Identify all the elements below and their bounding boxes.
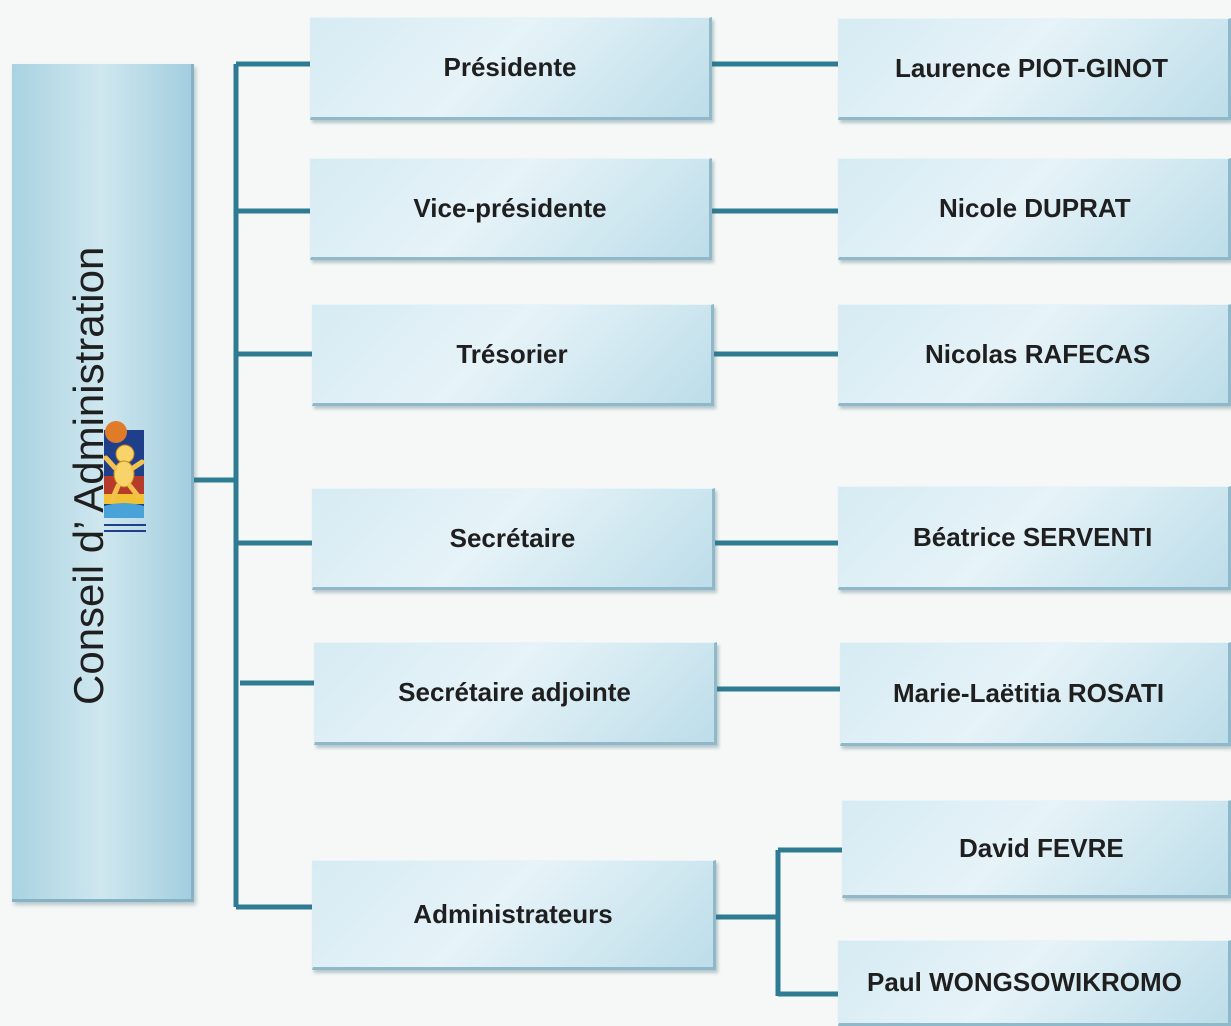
member-name: Nicolas RAFECAS	[925, 338, 1151, 369]
member-box-tresorier: Nicolas RAFECAS	[838, 304, 1231, 406]
role-box-administrateurs: Administrateurs	[312, 860, 716, 970]
member-box-presidente: Laurence PIOT-GINOT	[838, 18, 1231, 120]
member-name: David FEVRE	[959, 832, 1124, 863]
role-box-presidente: Présidente	[310, 17, 712, 120]
role-label: Présidente	[443, 52, 577, 82]
member-box-secretaire: Béatrice SERVENTI	[838, 486, 1231, 590]
member-box-vice-presidente: Nicole DUPRAT	[838, 158, 1231, 260]
role-box-secretaire: Secrétaire	[312, 488, 715, 590]
member-name: Paul WONGSOWIKROMO	[867, 966, 1182, 997]
member-name: Nicole DUPRAT	[939, 192, 1131, 223]
role-label: Secrétaire adjointe	[398, 677, 631, 707]
role-box-secretaire-adjointe: Secrétaire adjointe	[314, 642, 717, 745]
role-box-vice-presidente: Vice-présidente	[310, 158, 712, 260]
member-name: Marie-Laëtitia ROSATI	[893, 677, 1165, 708]
role-label: Administrateurs	[413, 898, 613, 929]
member-box-administrateur-1: David FEVRE	[842, 800, 1231, 898]
member-name: Béatrice SERVENTI	[913, 521, 1153, 552]
member-name: Laurence PIOT-GINOT	[895, 52, 1169, 83]
role-label: Vice-présidente	[413, 192, 607, 223]
member-box-secretaire-adjointe: Marie-Laëtitia ROSATI	[840, 642, 1231, 746]
role-box-tresorier: Trésorier	[312, 304, 714, 406]
member-box-administrateur-2: Paul WONGSOWIKROMO	[838, 940, 1231, 1026]
root-box-conseil	[12, 64, 194, 902]
role-label: Trésorier	[456, 338, 568, 369]
role-label: Secrétaire	[449, 522, 576, 553]
association-logo-icon	[103, 421, 146, 532]
